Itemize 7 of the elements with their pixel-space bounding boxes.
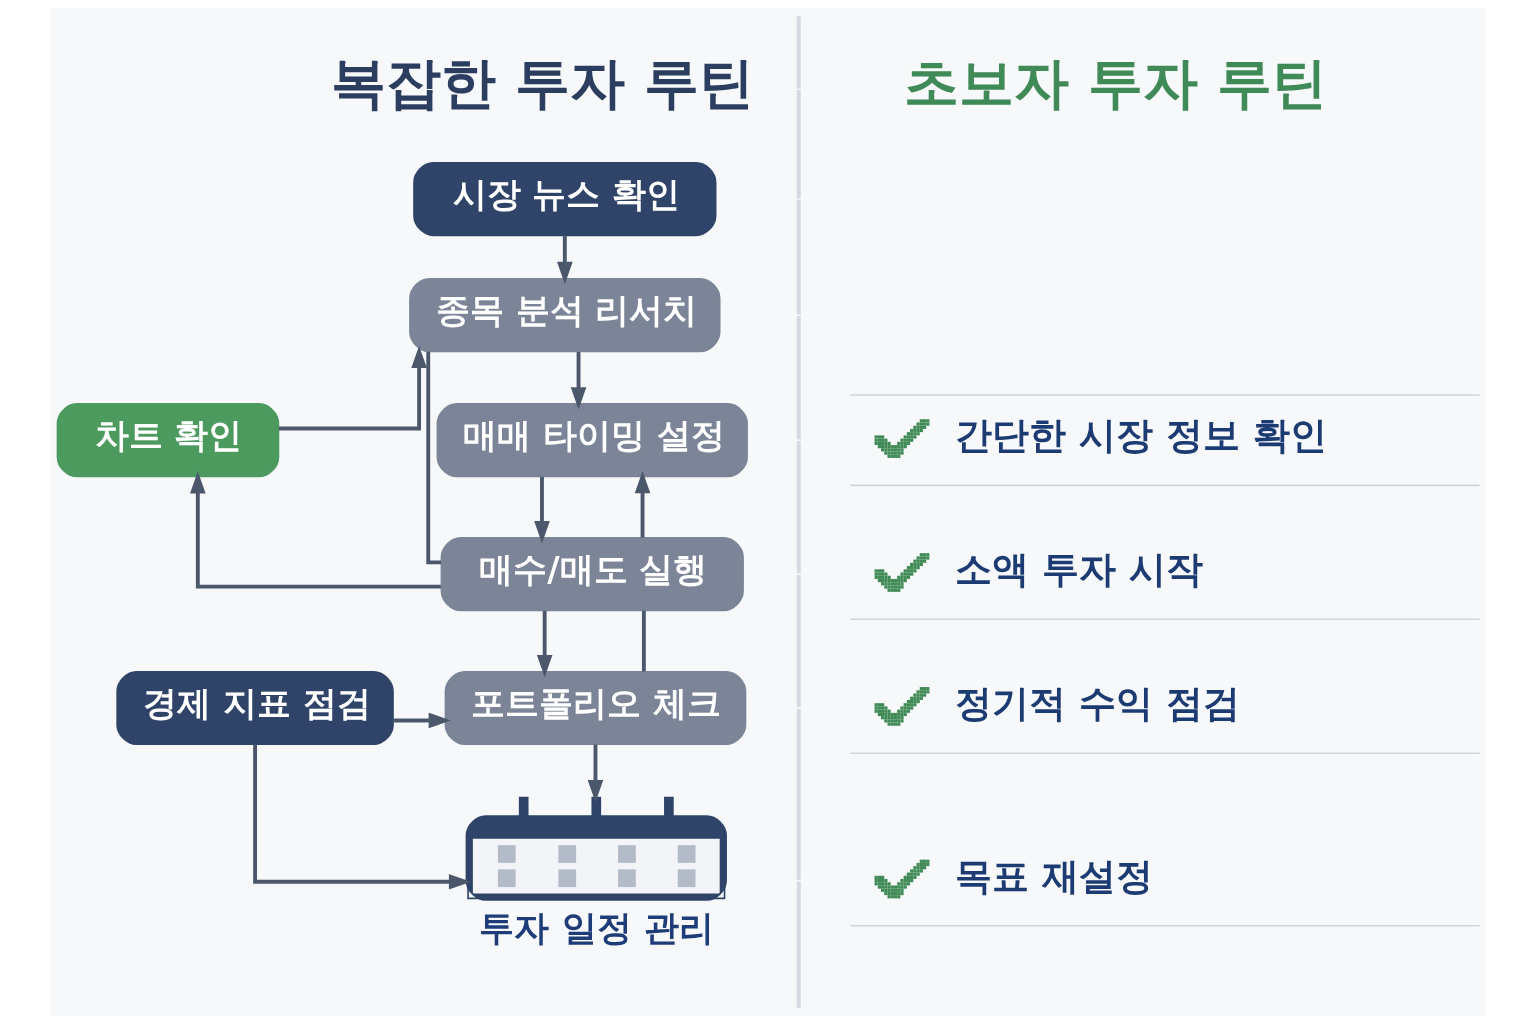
label: 간단한 시장 정보 확인 <box>954 414 1327 458</box>
label: 정기적 수익 점검 <box>954 681 1240 725</box>
label: 목표 재설정 <box>954 854 1153 898</box>
label: 복잡한 투자 루틴 <box>330 50 754 115</box>
label: 초보자 투자 루틴 <box>903 50 1327 115</box>
label: 소액 투자 시작 <box>954 548 1203 592</box>
node-label: 투자 일정 관리 <box>478 906 714 948</box>
